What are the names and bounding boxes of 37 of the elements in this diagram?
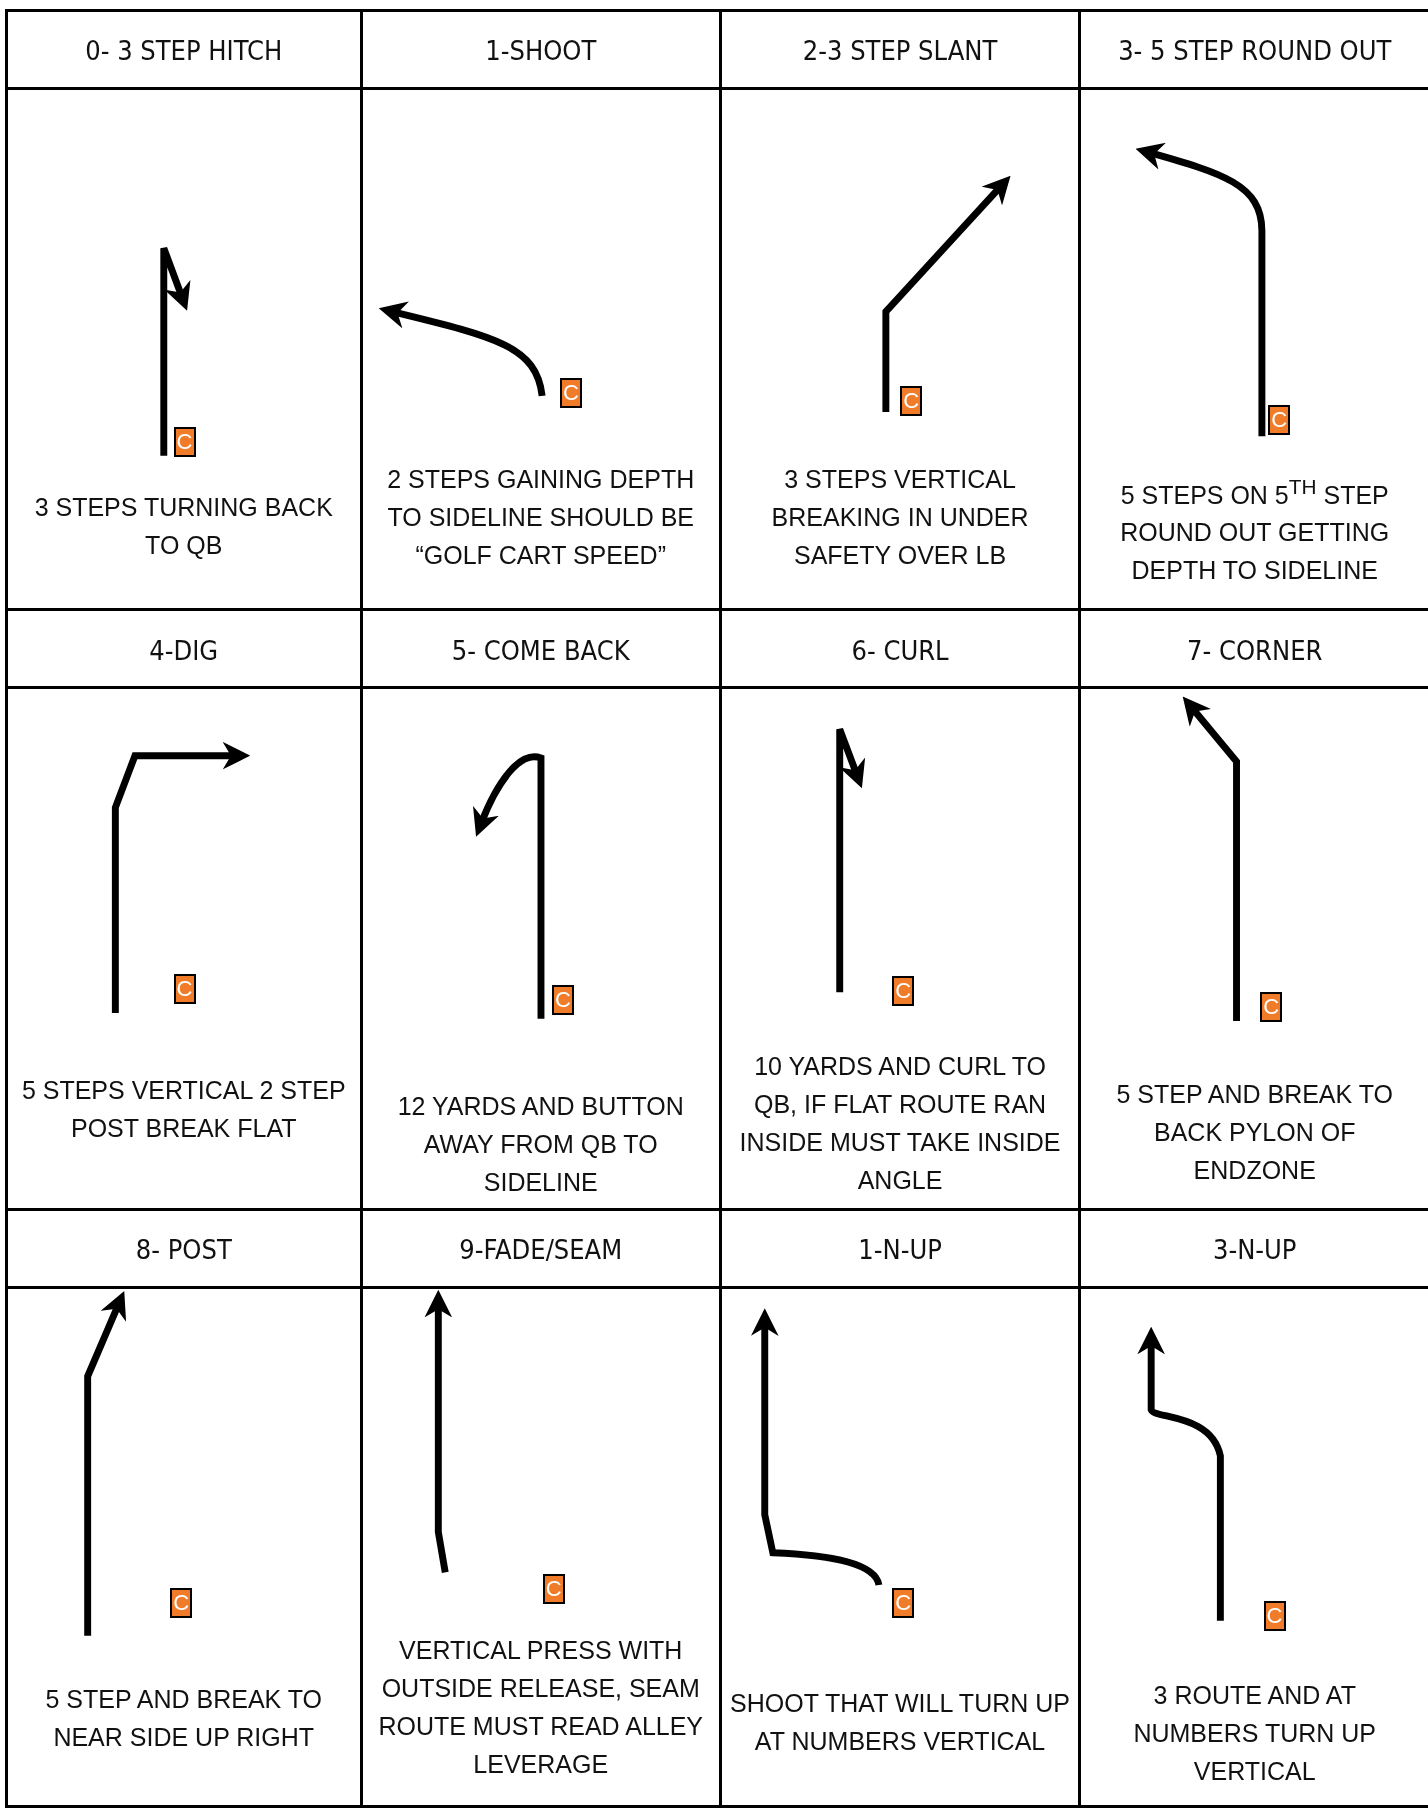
route-title: 9-FADE/SEAM bbox=[459, 1234, 623, 1266]
route-description: 5 STEPS ON 5$^{TH}$ STEP ROUND OUT GETTING DEPTH TO SIDELINE bbox=[1119, 474, 1391, 587]
route-description: 3 ROUTE AND AT NUMBERS TURN UP VERTICAL bbox=[1132, 1680, 1378, 1788]
route-title: 3- 5 STEP ROUND OUT bbox=[1118, 35, 1392, 67]
route-title: 8- POST bbox=[135, 1234, 232, 1266]
route-description: 3 STEPS TURNING BACK TO QB bbox=[33, 491, 334, 561]
player-marker: C bbox=[170, 1588, 193, 1619]
route-description: 3 STEPS VERTICAL BREAKING IN UNDER SAFETY OVER LB bbox=[770, 464, 1030, 572]
route-description: 10 YARDS AND CURL TO QB, IF FLAT ROUTE RAN INSIDE MUST TAKE INSIDE ANGLE bbox=[738, 1051, 1062, 1196]
route-title: 0- 3 STEP HITCH bbox=[85, 35, 283, 67]
player-marker: C bbox=[1260, 991, 1283, 1022]
route-title: 3-N-UP bbox=[1212, 1234, 1297, 1266]
route-description: VERTICAL PRESS WITH OUTSIDE RELEASE, SEAM ROUTE MUST READ ALLEY LEVERAGE bbox=[377, 1634, 705, 1780]
player-marker: C bbox=[173, 973, 196, 1004]
player-marker: C bbox=[1263, 1601, 1286, 1631]
player-marker: C bbox=[1268, 404, 1291, 435]
route-description: SHOOT THAT WILL TURN UP AT NUMBERS VERTICAL bbox=[729, 1687, 1071, 1757]
route-title: 4-DIG bbox=[149, 634, 219, 666]
player-marker: C bbox=[173, 426, 196, 457]
player-marker: C bbox=[542, 1574, 565, 1605]
player-marker: C bbox=[559, 378, 582, 409]
player-marker: C bbox=[892, 975, 915, 1006]
route-title: 2-3 STEP SLANT bbox=[802, 35, 998, 67]
route-title: 1-N-UP bbox=[858, 1234, 942, 1266]
route-description: 5 STEP AND BREAK TO NEAR SIDE UP RIGHT bbox=[44, 1684, 323, 1754]
route-cell bbox=[4, 9, 363, 611]
route-description: 12 YARDS AND BUTTON AWAY FROM QB TO SIDELINE bbox=[396, 1090, 685, 1198]
route-title: 1-SHOOT bbox=[485, 35, 597, 67]
player-marker: C bbox=[551, 985, 574, 1016]
route-title: 5- COME BACK bbox=[451, 634, 630, 666]
player-marker: C bbox=[892, 1588, 915, 1619]
route-description: 2 STEPS GAINING DEPTH TO SIDELINE SHOULD BE “GOLF CART SPEED” bbox=[386, 464, 696, 572]
route-title: 7- CORNER bbox=[1187, 634, 1323, 666]
route-title: 6- CURL bbox=[851, 634, 949, 666]
route-description: 5 STEP AND BREAK TO BACK PYLON OF ENDZONE bbox=[1115, 1079, 1394, 1187]
route-description: 5 STEPS VERTICAL 2 STEP POST BREAK FLAT bbox=[20, 1075, 347, 1145]
player-marker: C bbox=[900, 386, 923, 417]
